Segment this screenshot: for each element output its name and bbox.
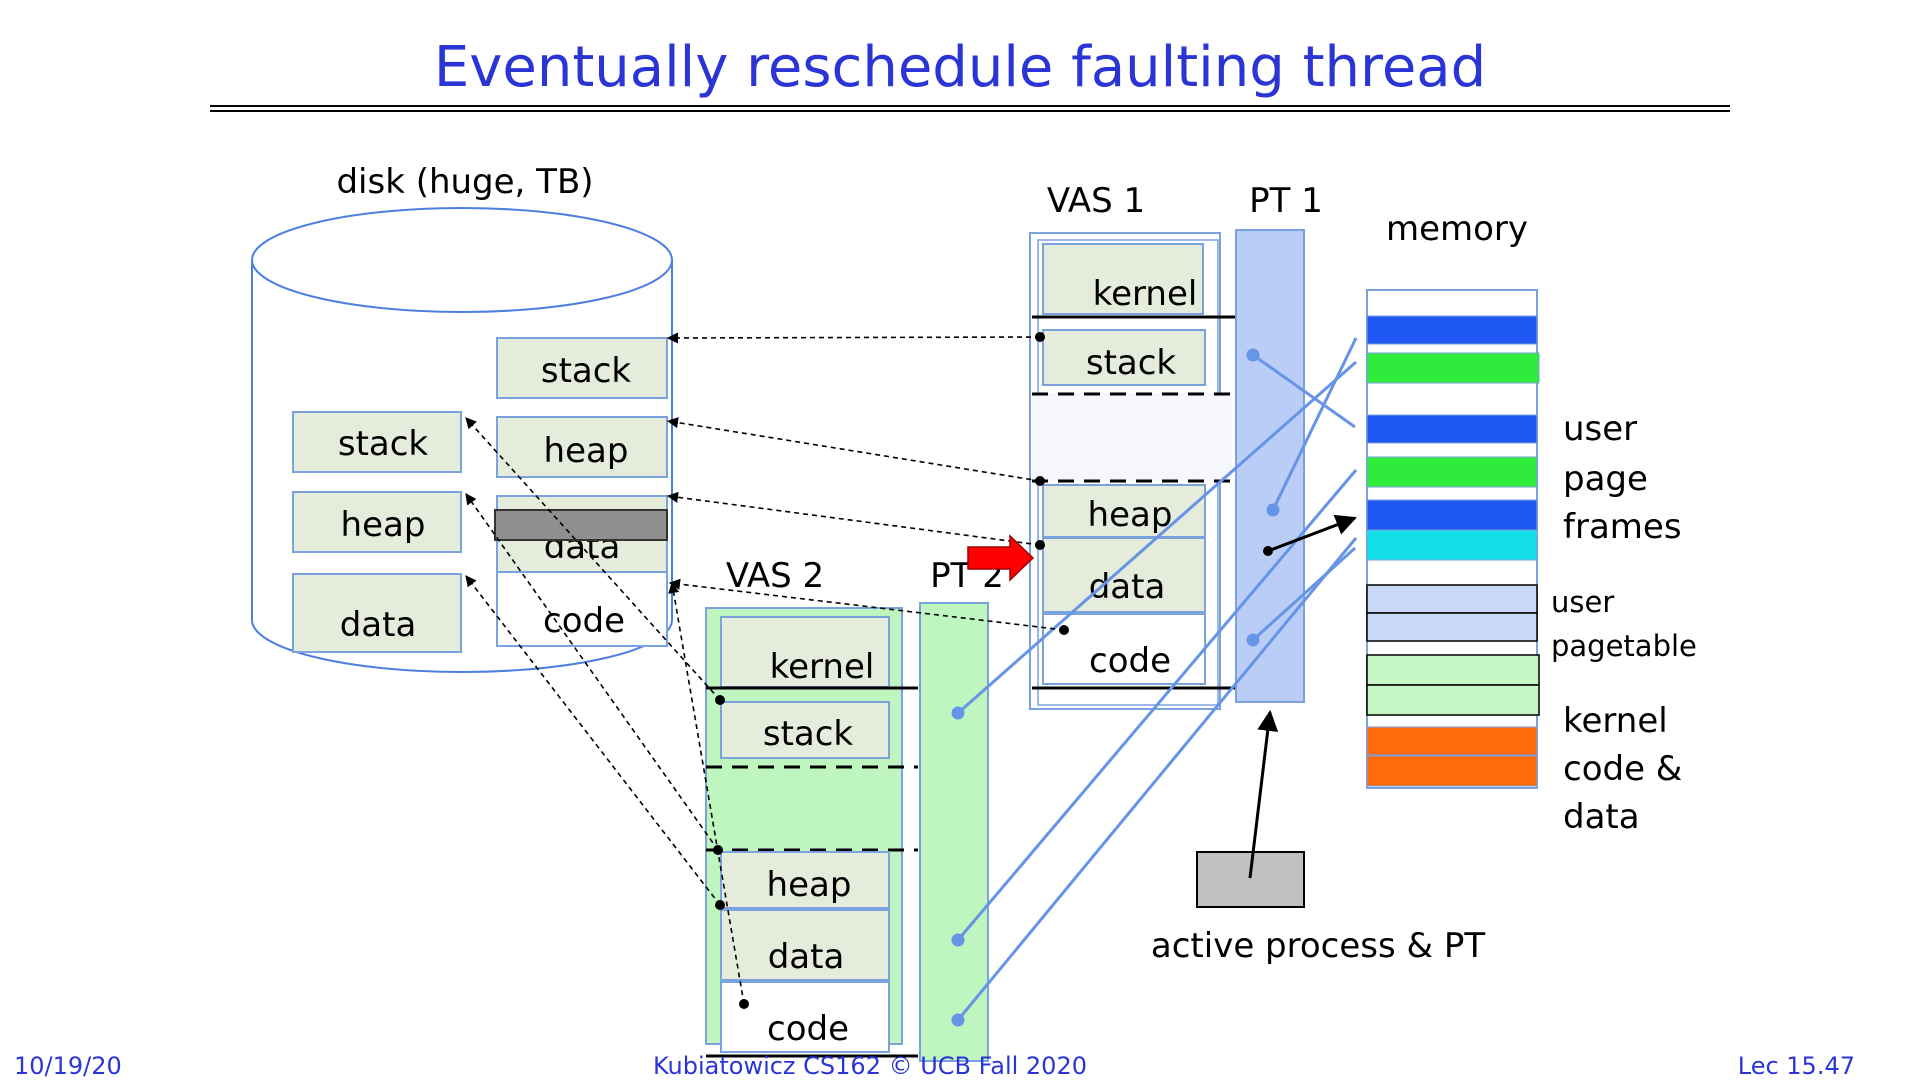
footer-lecture: Lec 15.47: [1738, 1052, 1855, 1080]
disk-right-stack-label: stack: [541, 351, 632, 391]
pt1-new-mapping-dot: [1263, 546, 1273, 556]
active-process-label: active process & PT: [1151, 926, 1485, 966]
active-process-register: [1196, 851, 1305, 908]
pagetable-frame-2: [1366, 612, 1538, 642]
user-pagetable-label-2: pagetable: [1551, 629, 1697, 663]
disk-data-loading-overlay: [494, 509, 668, 541]
disk-label: disk (huge, TB): [336, 162, 593, 202]
vas1-code-block: [1042, 613, 1206, 685]
footer-course: Kubiatowicz CS162 © UCB Fall 2020: [653, 1052, 1087, 1080]
memory-label: memory: [1386, 209, 1528, 249]
disk-left-stack-block: [292, 411, 462, 473]
vas1-stack-label: stack: [1086, 343, 1177, 383]
memory-column: [1366, 289, 1540, 789]
vas2-data-label: data: [768, 937, 845, 977]
user-pagetable-label-1: user: [1551, 585, 1614, 619]
frame-green-1: [1366, 352, 1540, 384]
pt-mappings: [951, 337, 1358, 1027]
vas2-heap-label: heap: [767, 865, 852, 905]
pt2-table: [919, 602, 989, 1062]
vas2-label: VAS 2: [726, 556, 824, 596]
user-frames-label-1: user: [1563, 409, 1637, 449]
pt1-label: PT 1: [1249, 181, 1323, 221]
disk-right-heap-block: [496, 416, 668, 478]
kernel-orange-frame-2: [1366, 755, 1538, 787]
pagetable-frame-1: [1366, 584, 1538, 614]
disk-right-blocks: stack heap data code: [494, 337, 668, 647]
frame-cyan: [1366, 529, 1538, 561]
vas1-stack-block: [1042, 329, 1206, 386]
vas1-code-label: code: [1089, 641, 1171, 681]
fault-pointer-arrow: [967, 534, 1035, 582]
user-frames-label-3: frames: [1563, 507, 1682, 547]
vas2-stack-label: stack: [763, 714, 854, 754]
memory-region-labels: user page frames user pagetable kernel c…: [1551, 409, 1697, 837]
disk-left-heap-block: [292, 491, 462, 553]
footer-date: 10/19/20: [14, 1052, 122, 1080]
kernel-label-2: code &: [1563, 749, 1682, 789]
kernel-green-frame-1: [1366, 654, 1540, 686]
frame-green-2: [1366, 456, 1538, 488]
vas2-kernel-label: kernel: [770, 647, 875, 687]
vas1-kernel-block: [1042, 243, 1204, 315]
vas2-box: kernel stack heap data code: [705, 607, 918, 1058]
disk-right-code-block: [496, 571, 668, 647]
vas1-data-block: [1042, 537, 1206, 613]
active-pt-pointer: [1248, 709, 1279, 879]
pt1-new-mapping: [1267, 514, 1357, 553]
vas1-box: kernel stack heap data code: [1029, 232, 1235, 710]
kernel-label-3: data: [1563, 797, 1640, 837]
kernel-orange-frame-1: [1366, 726, 1538, 756]
vas1-heap-block: [1042, 484, 1206, 538]
disk-left-heap-label: heap: [341, 505, 426, 545]
vas-mapping-dots: [713, 332, 1069, 1009]
vas2-kernel-block: [720, 616, 890, 688]
frame-blue-1: [1366, 315, 1538, 345]
disk-left-blocks: stack heap data: [292, 411, 462, 653]
vas2-data-block: [720, 909, 890, 981]
vas2-code-block: [720, 981, 890, 1053]
vas2-heap-block: [720, 851, 890, 909]
frame-blue-2: [1366, 414, 1538, 444]
vas1-label: VAS 1: [1047, 181, 1145, 221]
vas1-heap-label: heap: [1088, 495, 1173, 535]
disk-right-heap-label: heap: [544, 431, 629, 471]
frame-blue-3: [1366, 499, 1538, 531]
disk-left-data-label: data: [340, 605, 417, 645]
user-frames-label-2: page: [1563, 459, 1648, 499]
vas2-stack-block: [720, 701, 890, 759]
vas-disk-mappings: [465, 332, 1065, 1005]
vas2-code-label: code: [767, 1009, 849, 1049]
kernel-green-frame-2: [1366, 684, 1540, 716]
slide-title: Eventually reschedule faulting thread: [434, 35, 1486, 100]
disk-right-stack-block: [496, 337, 668, 399]
disk-left-stack-label: stack: [338, 424, 429, 464]
disk-left-data-block: [292, 573, 462, 653]
kernel-label-1: kernel: [1563, 701, 1668, 741]
vas1-kernel-label: kernel: [1093, 274, 1198, 314]
